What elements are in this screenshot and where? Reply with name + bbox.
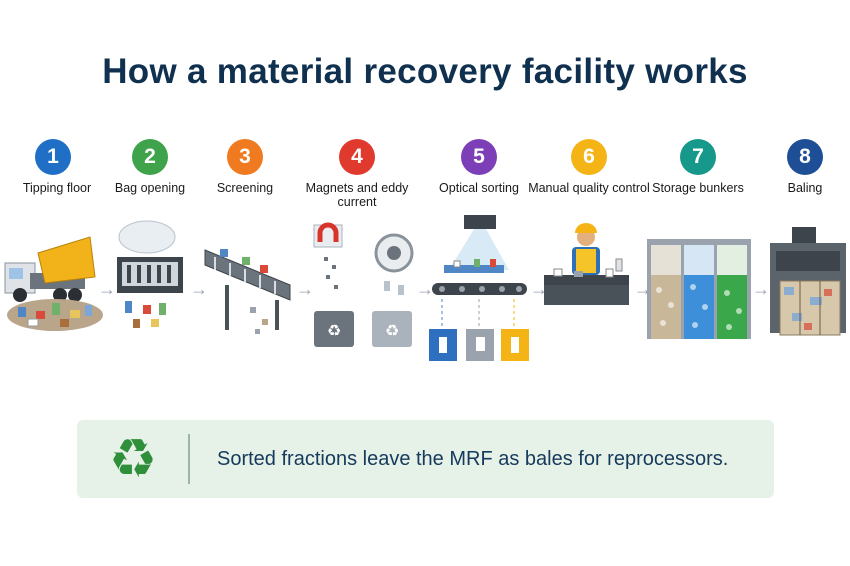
step-number-badge: 2	[132, 139, 168, 175]
step-number-badge: 3	[227, 139, 263, 175]
baler-icon	[770, 227, 846, 336]
flow-arrow-icon: →	[416, 279, 434, 299]
step-bag-opening: 2 Bag opening	[95, 0, 205, 380]
step-label: Tipping floor	[22, 181, 92, 195]
step-number-badge: 4	[339, 139, 375, 175]
step-number-badge: 8	[787, 139, 823, 175]
flow-arrow-icon: →	[530, 279, 548, 299]
flow-arrow-icon: →	[296, 279, 314, 299]
dump-truck-icon	[4, 236, 103, 331]
step-storage-bunkers: 7 Storage bunkers	[643, 0, 753, 380]
step-tipping-floor: 1 Tipping floor	[0, 0, 110, 380]
flow-arrow-icon: →	[98, 279, 116, 299]
step-label: Screening	[216, 181, 274, 195]
storage-bunkers-icon	[647, 239, 751, 339]
step-label: Magnets and eddy current	[305, 181, 409, 209]
step-manual-quality-control: 6 Manual quality control	[528, 0, 650, 380]
step-number-badge: 5	[461, 139, 497, 175]
process-steps: 1 Tipping floor → 2 Bag opening	[0, 0, 850, 380]
recycle-icon: ♻	[108, 429, 158, 489]
flow-arrow-icon: →	[752, 279, 770, 299]
screen-conveyor-icon	[204, 249, 291, 334]
svg-text:♻: ♻	[327, 321, 341, 340]
step-screening: 3 Screening	[190, 0, 300, 380]
banner-divider	[188, 434, 190, 484]
optical-sorter-icon	[429, 215, 529, 361]
step-number-badge: 1	[35, 139, 71, 175]
banner-message: Sorted fractions leave the MRF as bales …	[217, 448, 729, 470]
step-label: Storage bunkers	[652, 181, 744, 195]
step-label: Bag opening	[114, 181, 186, 195]
bag-opener-icon	[117, 220, 183, 328]
step-number-badge: 7	[680, 139, 716, 175]
svg-text:♻: ♻	[385, 321, 399, 340]
page-title: How a material recovery facility works	[102, 52, 748, 91]
step-baling: 8 Baling	[750, 0, 850, 380]
step-magnets-eddy-current: 4 Magnets and eddy current ♻ ♻	[302, 0, 414, 380]
flow-arrow-icon: →	[190, 279, 208, 299]
step-optical-sorting: 5 Optical sorting	[424, 0, 534, 380]
summary-banner: ♻ Sorted fractions leave the MRF as bale…	[77, 420, 774, 498]
magnet-eddy-current-icon: ♻ ♻	[313, 222, 414, 347]
step-label: Baling	[787, 181, 823, 195]
step-label: Manual quality control	[528, 181, 650, 195]
step-number-badge: 6	[571, 139, 607, 175]
worker-picking-icon	[544, 223, 629, 305]
step-label: Optical sorting	[439, 181, 519, 195]
